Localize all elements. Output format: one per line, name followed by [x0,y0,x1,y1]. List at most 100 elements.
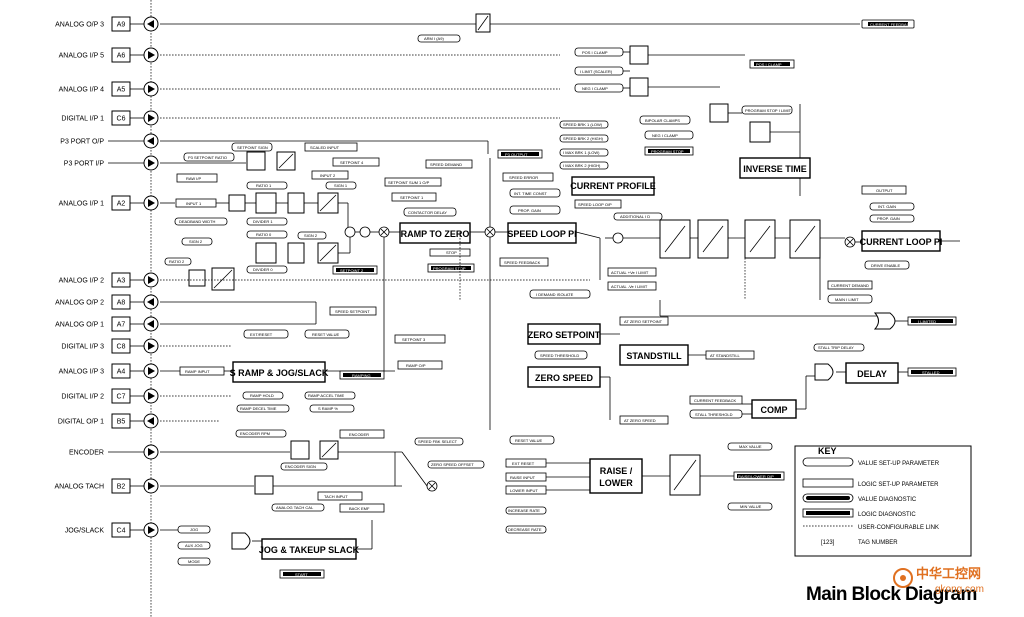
terminal-direction-arrow [148,367,155,375]
stop-label: STOP [446,250,457,255]
min-box-2 [629,77,649,97]
increase-rate-param [505,506,547,515]
speed-setpoint-diag [329,306,377,316]
ramp-decel-label: RAMP DECEL TIME [240,406,277,411]
s-ramp-pct-param [309,404,355,413]
int-gain-label: INT. GAIN [878,204,896,209]
actual-neg-ilimit-label: ACTUAL -Ve I LIMIT [611,284,648,289]
or-gate [873,312,896,330]
ratio-2-label: RATIO 2 [169,259,185,264]
actual-pos-ilimit-diag [607,267,657,277]
raw-ip-diag [176,173,218,183]
program-stop-ilimit-label: PROGRAM STOP I LIMIT [745,108,792,113]
sum-junction-5 [612,232,624,244]
input-2-diag [311,170,349,180]
terminal-tag: A4 [117,369,126,376]
terminal-tag: A8 [117,300,126,307]
lower-label: LOWER [599,478,633,488]
terminal-tag: A2 [117,201,126,208]
s-ramp-label: S RAMP & JOG/SLACK [230,368,329,378]
ratio-1-label: RATIO 1 [256,183,272,188]
speed-brk2-label: SPEED BRK 2 (HIGH) [563,136,604,141]
legend-value-setup-label: VALUE SET-UP PARAMETER [858,461,940,467]
program-stop-label: PROGRAM STOP [651,149,684,154]
increase-rate-label: INCREASE RATE [508,508,540,513]
mode-param [177,557,211,566]
standstill-label: STANDSTILL [626,351,682,361]
ramp-accel-label: RAMP ACCEL TIME [308,393,344,398]
contactor-delay-label: CONTACTOR DELAY [408,210,447,215]
ramp-op-label: RAMP O/P [406,363,426,368]
terminal-direction-arrow [148,392,155,400]
speed-threshold-param [534,350,588,360]
aux-jog-label: AUX JOG [185,543,203,548]
setpoint-3-diag [394,334,446,344]
terminal-row: P3 PORT I/P [64,155,159,171]
speed-feedback-label: SPEED FEEDBACK [504,260,541,265]
speed-demand-diag [425,159,473,169]
analog-tach-cal-label: ANALOG TACH CAL [276,505,314,510]
setpoint-sum-op-label: SETPOINT SUM 1 O/P [388,180,430,185]
terminal-label: ANALOG O/P 3 [55,22,104,29]
terminal-label: ANALOG I/P 2 [59,278,104,285]
jog-label: JOG [190,527,198,532]
setpoint-1-label: SETPOINT 1 [400,195,424,200]
legend-logic-setup-symbol [802,478,854,488]
speed-error-label: SPEED ERROR [509,175,538,180]
setpoint-4-diag [332,157,380,167]
additional-id-label: ADDITIONAL I D [620,214,650,219]
i-demand-isolate-param [529,289,591,299]
sign-2b-label: SIGN 2 [304,233,318,238]
i-limited-label: I LIMITED [918,319,936,324]
deadband-width-label: DEADBAND WIDTH [179,219,216,224]
reset-value2-label: RESET VALUE [515,438,543,443]
legend-title: KEY [818,446,837,456]
sign-2b-param [297,231,327,240]
legend-logic-setup-label: LOGIC SET-UP PARAMETER [858,482,939,488]
drive-enable-param [864,260,910,270]
terminal-label: ANALOG I/P 5 [59,53,104,60]
terminal-direction-arrow [148,199,155,207]
actual-pos-ilimit-label: ACTUAL +Ve I LIMIT [611,270,649,275]
speed-loop-op-label: SPEED LOOP O/P [578,202,612,207]
prop-gain2-label: PROP. GAIN [877,216,900,221]
neg-i-clamp-label: NEG I CLAMP [582,86,608,91]
zero-setpoint-label: ZERO SETPOINT [528,330,601,340]
and-gate-stall [814,363,834,381]
encoder-mult-box [290,440,310,460]
pos-i-clamp-diag-label: POS I CLAMP [756,62,782,67]
ext-reset-label: EXT RESET [512,461,535,466]
bipolar-clamps-param [639,115,691,125]
divider-1-label: DIVIDER 1 [253,219,273,224]
encoder-label: ENCODER [349,432,369,437]
ratio-0-param [246,230,288,239]
back-emf-diag [339,503,385,513]
jog-takeup-label: JOG & TAKEUP SLACK [259,545,360,555]
setpoint-2-label: SETPOINT 2 [340,268,364,273]
current-demand-diag [827,280,873,290]
min-value-label: MIN VALUE [740,504,762,509]
stall-trip-delay-param [813,343,865,352]
encoder-rpm-param [235,429,287,438]
stall-trip-delay-label: STALL TRIP DELAY [818,345,854,350]
deadband-box [228,194,246,212]
terminal-direction-arrow [148,448,155,456]
terminal-row: P3 PORT O/P [60,133,159,149]
current-feedback2-diag [689,395,743,405]
speed-brk1-param [559,120,609,129]
encoder-sign-param [280,462,328,471]
extreset-label: EXT/RESET [250,332,273,337]
arm-i-label: ARM I (A9) [424,36,444,41]
ramp-hold-label: RAMP HOLD [250,393,274,398]
raise-input-label: RAISE INPUT [510,475,536,480]
int-time-const-param [509,188,561,198]
prop-gain2-param [869,214,915,223]
terminal-tag: C8 [117,344,126,351]
legend-link-label: USER-CONFIGURABLE LINK [858,525,939,531]
